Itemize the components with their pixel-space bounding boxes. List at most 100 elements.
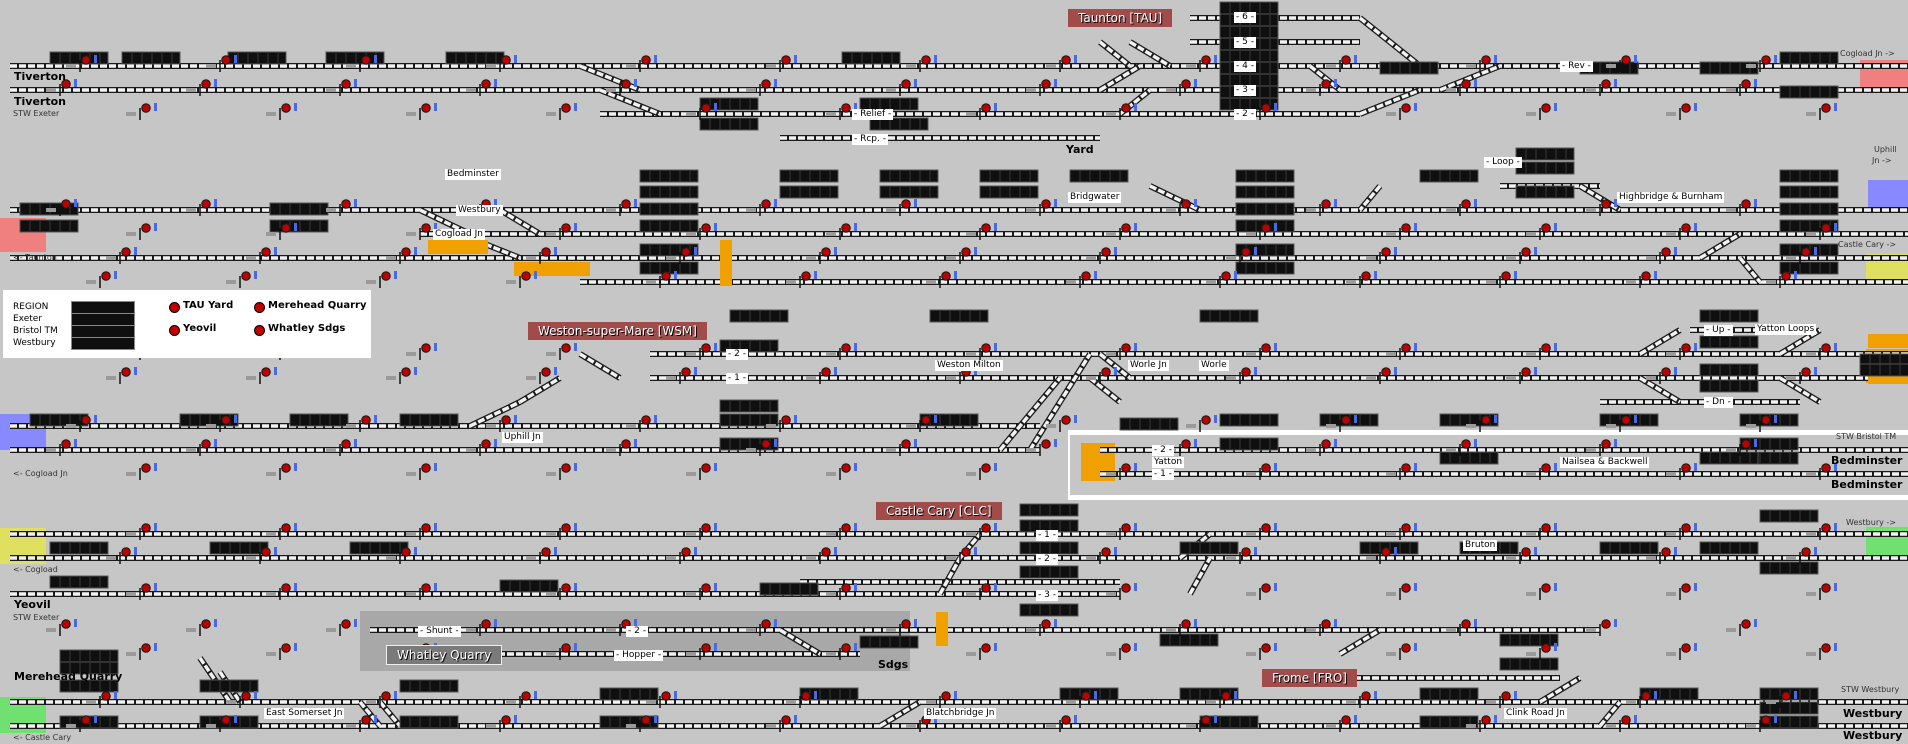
signal-133[interactable] [466, 439, 497, 456]
signal-215[interactable] [1106, 643, 1137, 660]
signal-200[interactable] [746, 619, 777, 636]
signal-206[interactable] [1586, 619, 1617, 636]
signal-85[interactable] [1066, 271, 1097, 288]
signal-121[interactable] [626, 415, 657, 432]
signal-75[interactable] [1506, 247, 1537, 264]
signal-216[interactable] [1246, 643, 1277, 660]
signal-86[interactable] [1206, 271, 1237, 288]
signal-13[interactable] [46, 79, 77, 96]
signal-125[interactable] [1186, 415, 1217, 432]
signal-9[interactable] [1326, 55, 1357, 72]
signal-71[interactable] [946, 247, 977, 264]
signal-107[interactable] [526, 367, 557, 384]
signal-160[interactable] [686, 523, 717, 540]
signal-35[interactable] [1386, 103, 1417, 120]
signal-18[interactable] [746, 79, 777, 96]
signal-114[interactable] [1506, 367, 1537, 384]
signal-25[interactable] [1726, 79, 1757, 96]
signal-168[interactable] [1806, 523, 1837, 540]
signal-69[interactable] [666, 247, 697, 264]
signal-180[interactable] [1646, 547, 1677, 564]
signal-148[interactable] [826, 463, 857, 480]
signal-77[interactable] [1786, 247, 1817, 264]
signal-154[interactable] [1666, 463, 1697, 480]
signal-151[interactable] [1246, 463, 1277, 480]
signal-46[interactable] [1026, 199, 1057, 216]
signal-146[interactable] [546, 463, 577, 480]
signal-117[interactable] [66, 415, 97, 432]
signal-245[interactable] [1606, 715, 1637, 732]
signal-230[interactable] [1346, 691, 1377, 708]
signal-181[interactable] [1786, 547, 1817, 564]
signal-59[interactable] [1106, 223, 1137, 240]
signal-38[interactable] [1806, 103, 1837, 120]
signal-190[interactable] [1246, 583, 1277, 600]
area-title-castle-cary[interactable]: Castle Cary [CLC] [876, 502, 1002, 520]
signal-41[interactable] [326, 199, 357, 216]
signal-66[interactable] [246, 247, 277, 264]
signal-145[interactable] [406, 463, 437, 480]
signal-242[interactable] [1186, 715, 1217, 732]
signal-53[interactable] [266, 223, 297, 240]
signal-175[interactable] [946, 547, 977, 564]
signal-176[interactable] [1086, 547, 1117, 564]
signal-220[interactable] [1806, 643, 1837, 660]
signal-7[interactable] [1046, 55, 1077, 72]
signal-241[interactable] [1046, 715, 1077, 732]
signal-232[interactable] [1626, 691, 1657, 708]
signal-101[interactable] [1526, 343, 1557, 360]
signal-217[interactable] [1386, 643, 1417, 660]
signal-95[interactable] [686, 343, 717, 360]
signal-81[interactable] [506, 271, 537, 288]
signal-161[interactable] [826, 523, 857, 540]
signal-26[interactable] [126, 103, 157, 120]
signal-208[interactable] [126, 643, 157, 660]
signal-98[interactable] [1106, 343, 1137, 360]
signal-157[interactable] [266, 523, 297, 540]
signal-111[interactable] [1086, 367, 1117, 384]
signal-3[interactable] [486, 55, 517, 72]
signal-129[interactable] [1746, 415, 1777, 432]
signal-219[interactable] [1666, 643, 1697, 660]
signal-137[interactable] [1026, 439, 1057, 456]
signal-50[interactable] [1586, 199, 1617, 216]
signal-197[interactable] [326, 619, 357, 636]
signal-60[interactable] [1246, 223, 1277, 240]
signal-48[interactable] [1306, 199, 1337, 216]
signal-68[interactable] [526, 247, 557, 264]
signal-244[interactable] [1466, 715, 1497, 732]
signal-221[interactable] [86, 691, 117, 708]
signal-21[interactable] [1166, 79, 1197, 96]
signal-32[interactable] [966, 103, 997, 120]
signal-11[interactable] [1606, 55, 1637, 72]
signal-243[interactable] [1326, 715, 1357, 732]
signal-27[interactable] [266, 103, 297, 120]
signal-171[interactable] [386, 547, 417, 564]
signal-116[interactable] [1786, 367, 1817, 384]
signal-149[interactable] [966, 463, 997, 480]
signal-120[interactable] [486, 415, 517, 432]
signal-192[interactable] [1526, 583, 1557, 600]
signal-155[interactable] [1806, 463, 1837, 480]
signal-184[interactable] [406, 583, 437, 600]
signal-131[interactable] [186, 439, 217, 456]
signal-164[interactable] [1246, 523, 1277, 540]
signal-128[interactable] [1606, 415, 1637, 432]
signal-6[interactable] [906, 55, 937, 72]
signal-12[interactable] [1746, 55, 1777, 72]
signal-162[interactable] [966, 523, 997, 540]
signal-207[interactable] [1726, 619, 1757, 636]
signal-30[interactable] [686, 103, 717, 120]
signal-2[interactable] [346, 55, 377, 72]
signal-22[interactable] [1306, 79, 1337, 96]
signal-166[interactable] [1526, 523, 1557, 540]
signal-119[interactable] [346, 415, 377, 432]
signal-17[interactable] [606, 79, 637, 96]
signal-33[interactable] [1106, 103, 1137, 120]
signal-76[interactable] [1646, 247, 1677, 264]
signal-188[interactable] [966, 583, 997, 600]
signal-182[interactable] [126, 583, 157, 600]
signal-178[interactable] [1366, 547, 1397, 564]
signal-246[interactable] [1746, 715, 1777, 732]
signal-179[interactable] [1506, 547, 1537, 564]
